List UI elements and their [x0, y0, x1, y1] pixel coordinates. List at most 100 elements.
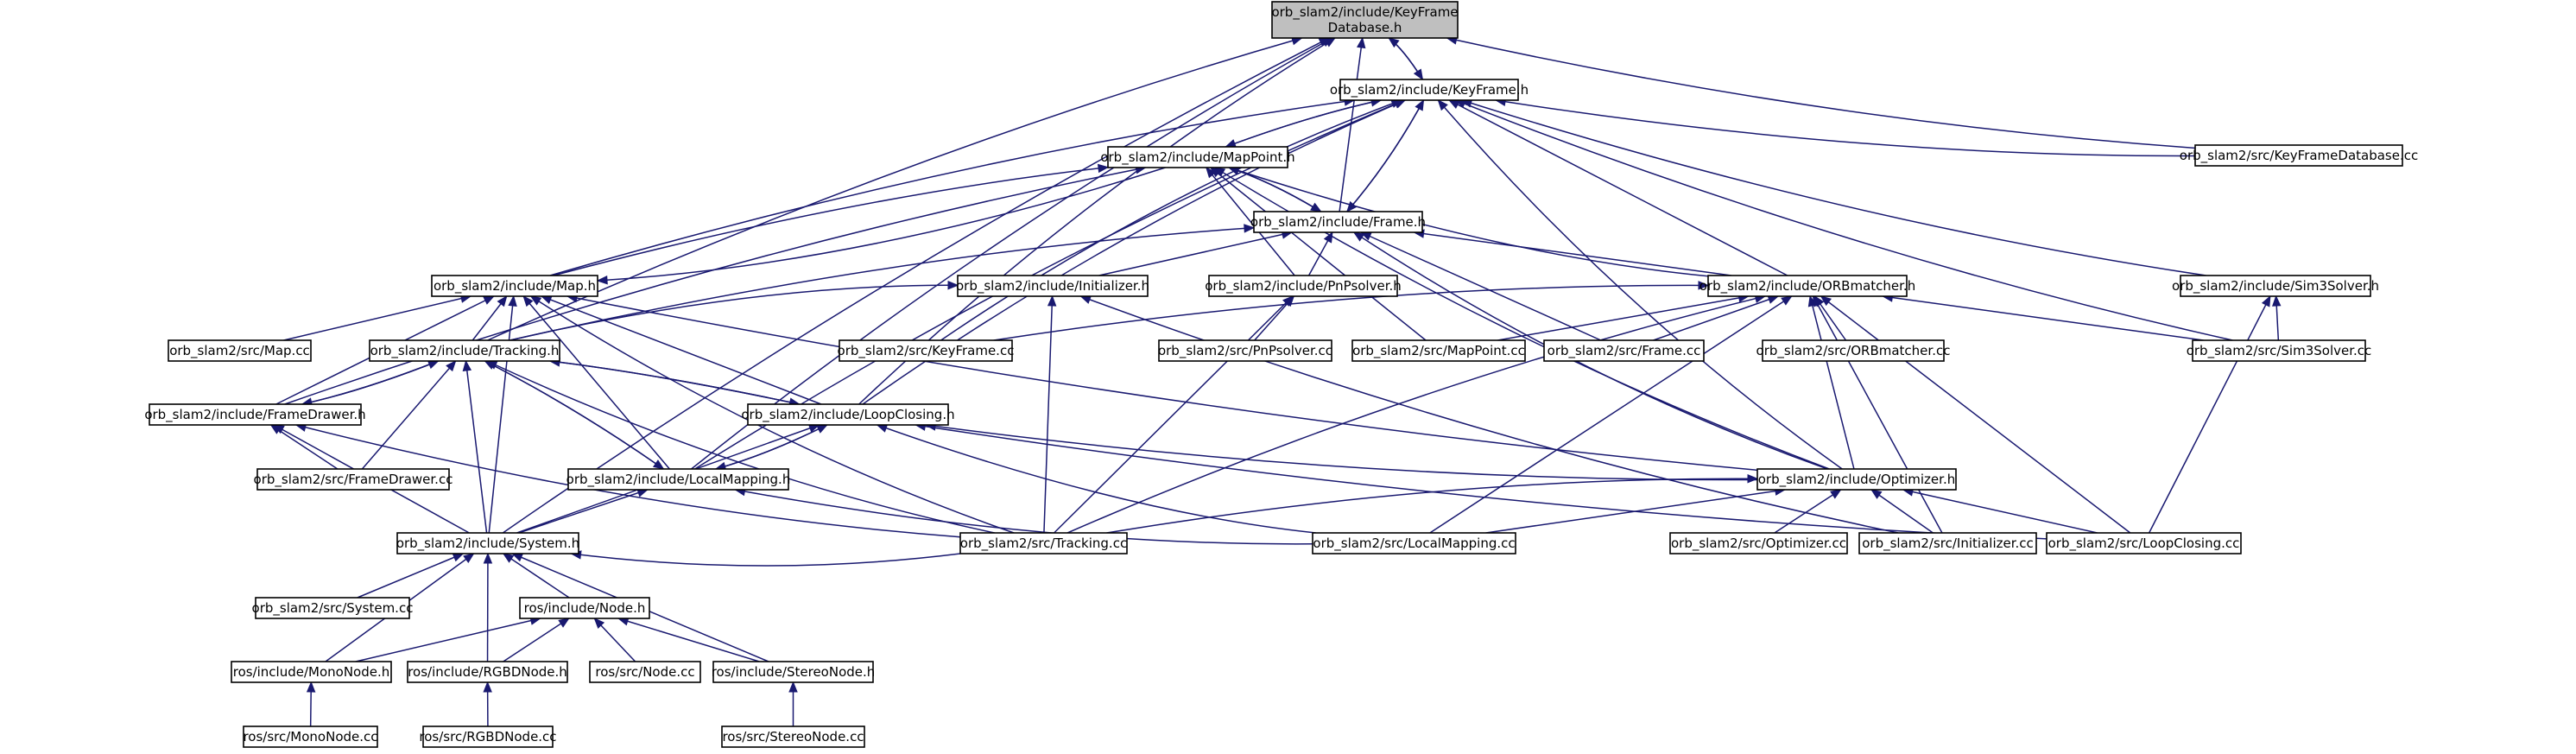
- node-stereonode-cc[interactable]: ros/src/StereoNode.cc: [721, 725, 865, 748]
- node-label: orb_slam2/src/PnPsolver.cc: [1158, 343, 1332, 359]
- edge-line: [1870, 489, 1934, 534]
- node-label: orb_slam2/src/Optimizer.cc: [1671, 535, 1846, 552]
- node-mappoint-cc[interactable]: orb_slam2/src/MapPoint.cc: [1351, 339, 1526, 362]
- node-box: [589, 661, 701, 683]
- node-map-cc[interactable]: orb_slam2/src/Map.cc: [168, 339, 312, 362]
- edge-framedrawer-cc-includes-tracking-h: [361, 360, 457, 470]
- node-loopclosing-cc[interactable]: orb_slam2/src/LoopClosing.cc: [2046, 532, 2242, 554]
- edge-line: [2148, 295, 2271, 534]
- node-box: [422, 725, 554, 748]
- edge-line: [940, 99, 1402, 341]
- node-box: [2194, 144, 2403, 167]
- node-tracking-h[interactable]: orb_slam2/include/Tracking.h: [369, 339, 560, 362]
- node-framedrawer-h[interactable]: orb_slam2/include/FrameDrawer.h: [144, 403, 366, 426]
- node-pnpsolver-cc[interactable]: orb_slam2/src/PnPsolver.cc: [1158, 339, 1332, 362]
- node-box: [243, 725, 378, 748]
- edge-line: [1098, 231, 1293, 276]
- edge-line: [1437, 99, 1843, 470]
- node-label: orb_slam2/include/KeyFrame.h: [1330, 82, 1529, 98]
- edge-tracking-cc-includes-optimizer-h: [1106, 473, 1759, 534]
- node-box: [231, 661, 392, 683]
- node-stereonode-h[interactable]: ros/include/StereoNode.h: [712, 661, 876, 683]
- node-loopclosing-h[interactable]: orb_slam2/include/LoopClosing.h: [741, 403, 955, 426]
- node-kfdb-cc[interactable]: orb_slam2/src/KeyFrameDatabase.cc: [2180, 144, 2418, 167]
- edge-sim3solver-cc-includes-orbmatcher-h: [1882, 293, 2204, 341]
- node-orbmatcher-h[interactable]: orb_slam2/include/ORBmatcher.h: [1699, 275, 1915, 297]
- node-initializer-h[interactable]: orb_slam2/include/Initializer.h: [956, 275, 1149, 297]
- edge-node-h-includes-system-h: [502, 553, 570, 599]
- node-sim3solver-cc[interactable]: orb_slam2/src/Sim3Solver.cc: [2187, 339, 2372, 362]
- node-label: orb_slam2/include/Tracking.h: [370, 343, 560, 359]
- edge-line: [1353, 231, 1828, 470]
- edge-keyframe-h-includes-frame-h: [1345, 99, 1425, 213]
- node-box: [1158, 339, 1332, 362]
- edge-line: [355, 618, 541, 662]
- node-box: [407, 661, 568, 683]
- edge-line: [691, 37, 1332, 470]
- edge-line: [1054, 295, 1294, 534]
- edge-line: [915, 424, 2048, 540]
- arrow-head: [947, 280, 959, 290]
- node-node-cc[interactable]: ros/src/Node.cc: [589, 661, 701, 683]
- edge-line: [1414, 231, 1731, 276]
- node-box: [1669, 532, 1848, 554]
- node-box: [1208, 275, 1398, 297]
- node-rgbdnode-cc[interactable]: ros/src/RGBDNode.cc: [419, 725, 557, 748]
- node-node-h[interactable]: ros/include/Node.h: [519, 597, 650, 619]
- node-label: Database.h: [1328, 20, 1402, 35]
- edge-line: [877, 424, 1316, 534]
- node-initializer-cc[interactable]: orb_slam2/src/Initializer.cc: [1858, 532, 2037, 554]
- node-system-cc[interactable]: orb_slam2/src/System.cc: [252, 597, 414, 619]
- node-frame-cc[interactable]: orb_slam2/src/Frame.cc: [1543, 339, 1705, 362]
- edge-line: [566, 295, 1758, 472]
- node-localmapping-h[interactable]: orb_slam2/include/LocalMapping.h: [566, 468, 791, 491]
- node-optimizer-h[interactable]: orb_slam2/include/Optimizer.h: [1756, 468, 1957, 491]
- arrow-head: [2261, 295, 2271, 307]
- node-system-h[interactable]: orb_slam2/include/System.h: [396, 532, 579, 554]
- arrow-head: [593, 618, 605, 629]
- edge-line: [1210, 167, 1427, 341]
- node-label: orb_slam2/src/System.cc: [252, 600, 414, 617]
- node-mononode-h[interactable]: ros/include/MonoNode.h: [231, 661, 392, 683]
- node-label: orb_slam2/include/System.h: [396, 535, 579, 552]
- edge-line: [283, 295, 472, 341]
- node-box: [519, 597, 650, 619]
- edge-line: [571, 553, 961, 567]
- node-framedrawer-cc[interactable]: orb_slam2/src/FrameDrawer.cc: [254, 468, 453, 491]
- node-mappoint-h[interactable]: orb_slam2/include/MapPoint.h: [1100, 146, 1295, 168]
- edge-kfdb-cc-includes-kfdb-h: [1446, 35, 2196, 149]
- edge-line: [1429, 295, 1793, 534]
- node-tracking-cc[interactable]: orb_slam2/src/Tracking.cc: [959, 532, 1128, 554]
- node-optimizer-cc[interactable]: orb_slam2/src/Optimizer.cc: [1669, 532, 1848, 554]
- node-orbmatcher-cc[interactable]: orb_slam2/src/ORBmatcher.cc: [1756, 339, 1951, 362]
- node-mononode-cc[interactable]: ros/src/MonoNode.cc: [243, 725, 378, 748]
- edge-line: [488, 295, 515, 534]
- edge-tracking-cc-includes-system-h: [570, 550, 961, 567]
- node-sim3solver-h[interactable]: orb_slam2/include/Sim3Solver.h: [2172, 275, 2379, 297]
- arrow-head: [522, 295, 534, 307]
- edge-line: [361, 360, 457, 470]
- edge-line: [503, 553, 570, 599]
- edge-line: [1902, 489, 2098, 534]
- node-rgbdnode-h[interactable]: ros/include/RGBDNode.h: [407, 661, 568, 683]
- edge-tracking-cc-includes-tracking-h: [485, 360, 995, 534]
- node-keyframe-cc[interactable]: orb_slam2/src/KeyFrame.cc: [838, 339, 1015, 362]
- edge-localmapping-cc-includes-loopclosing-h: [876, 423, 1316, 534]
- node-pnpsolver-h[interactable]: orb_slam2/include/PnPsolver.h: [1205, 275, 1402, 297]
- node-map-h[interactable]: orb_slam2/include/Map.h: [431, 275, 598, 297]
- node-label: orb_slam2/src/LocalMapping.cc: [1313, 535, 1515, 552]
- edge-line: [715, 424, 828, 470]
- edge-pnpsolver-h-includes-frame-h: [1307, 231, 1333, 276]
- node-keyframe-h[interactable]: orb_slam2/include/KeyFrame.h: [1330, 79, 1529, 101]
- arrow-head: [1079, 295, 1092, 304]
- node-localmapping-cc[interactable]: orb_slam2/src/LocalMapping.cc: [1312, 532, 1516, 554]
- node-box: [1253, 211, 1423, 233]
- node-label: orb_slam2/src/Frame.cc: [1547, 343, 1701, 359]
- node-kfdb-h: orb_slam2/include/KeyFrameDatabase.h: [1271, 1, 1459, 39]
- edge-mappoint-h-includes-frame-h: [1228, 167, 1322, 212]
- node-frame-h[interactable]: orb_slam2/include/Frame.h: [1250, 211, 1426, 233]
- edge-line: [549, 99, 1355, 276]
- node-box: [747, 403, 949, 426]
- edge-line: [926, 424, 1758, 481]
- node-label: orb_slam2/include/Map.h: [434, 278, 596, 295]
